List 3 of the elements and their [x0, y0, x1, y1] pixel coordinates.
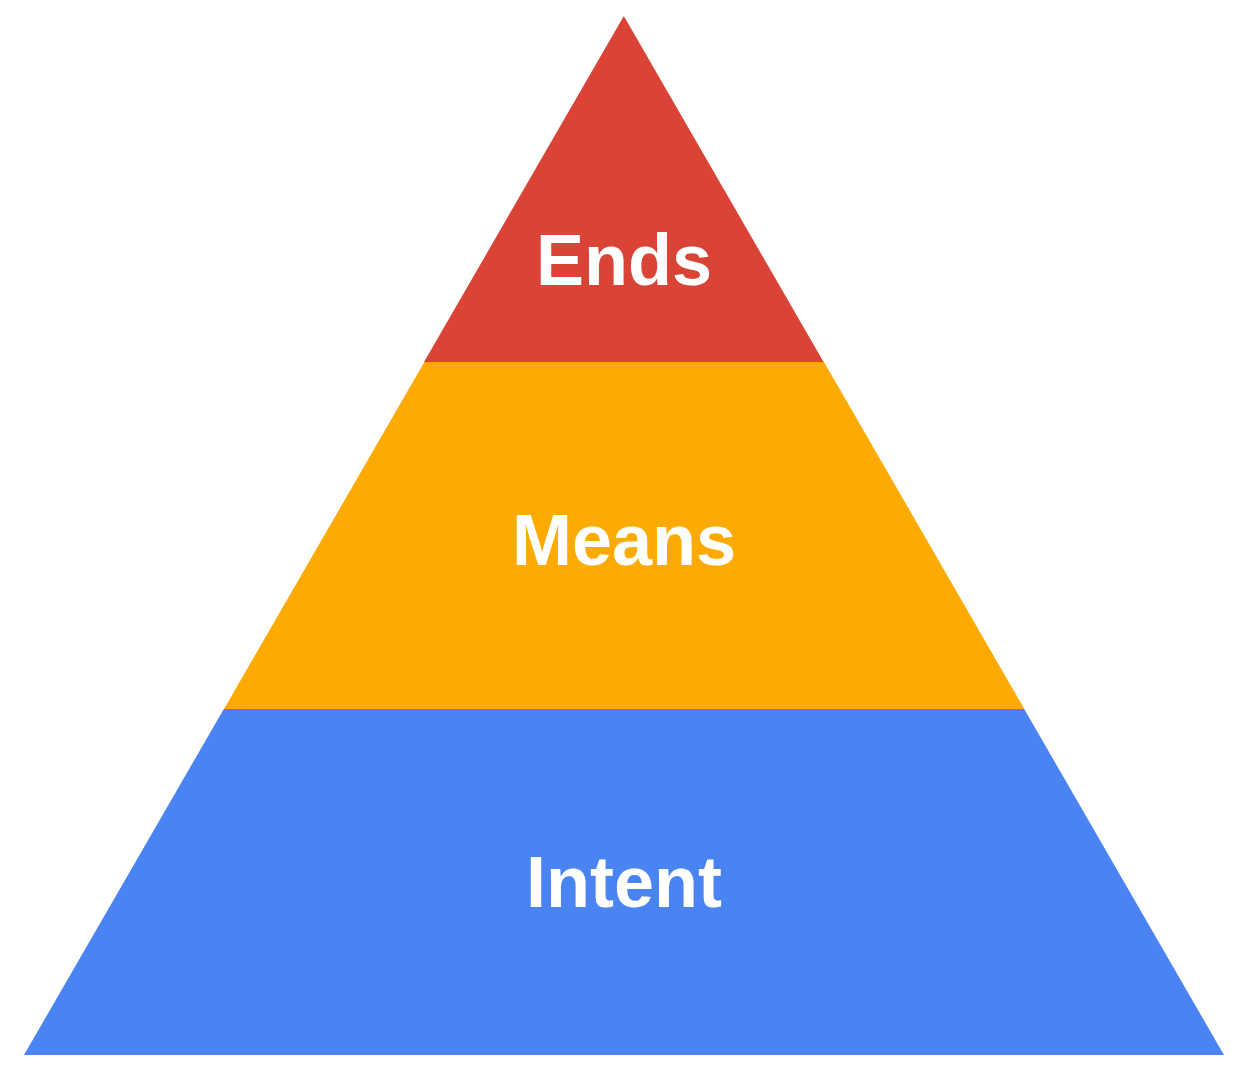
- tier-label: Ends: [535, 224, 712, 296]
- tier-label: Intent: [526, 846, 722, 918]
- tier-label: Means: [511, 504, 737, 576]
